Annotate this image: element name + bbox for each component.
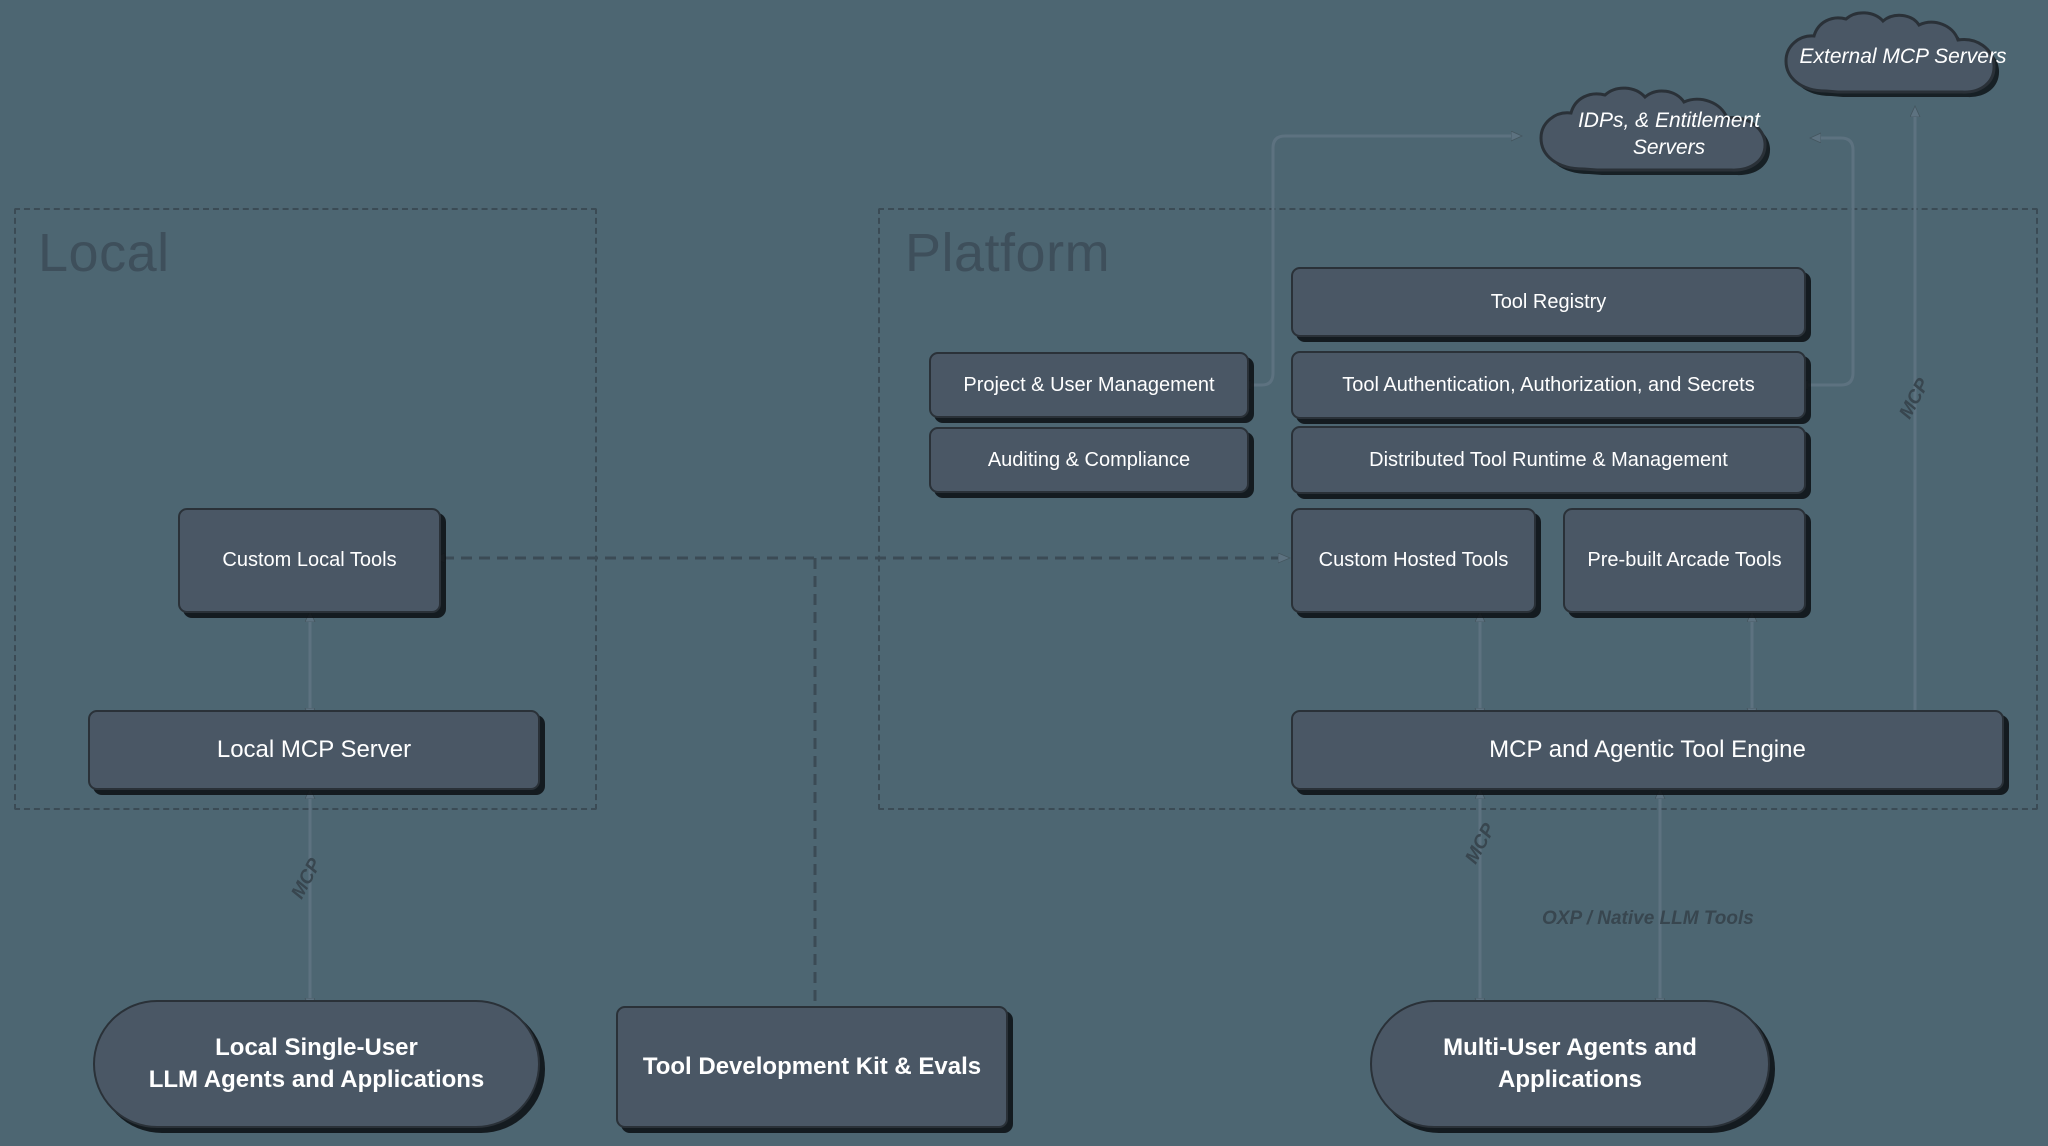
cloud-external-mcp-servers-label: External MCP Servers bbox=[1799, 45, 2007, 69]
node-multi-user-agents[interactable]: Multi-User Agents and Applications bbox=[1370, 1000, 1770, 1128]
node-tool-development-kit[interactable]: Tool Development Kit & Evals bbox=[616, 1006, 1008, 1128]
node-multi-user-agents-line2: Applications bbox=[1497, 1066, 1642, 1093]
node-local-agents-line1: Local Single-User bbox=[215, 1033, 418, 1061]
node-auditing-compliance[interactable]: Auditing & Compliance bbox=[929, 427, 1249, 493]
edge-label-oxp-native-llm-tools: OXP / Native LLM Tools bbox=[1542, 908, 1754, 929]
node-local-agents[interactable]: Local Single-User LLM Agents and Applica… bbox=[93, 1000, 540, 1128]
node-mcp-agentic-tool-engine[interactable]: MCP and Agentic Tool Engine bbox=[1291, 710, 2004, 790]
node-local-mcp-server[interactable]: Local MCP Server bbox=[88, 710, 540, 790]
node-distributed-tool-runtime[interactable]: Distributed Tool Runtime & Management bbox=[1291, 426, 1806, 494]
node-tool-authentication[interactable]: Tool Authentication, Authorization, and … bbox=[1291, 351, 1806, 419]
node-custom-local-tools[interactable]: Custom Local Tools bbox=[178, 508, 441, 613]
edge-label-platform-mcp: MCP bbox=[1461, 820, 1500, 868]
node-project-user-management[interactable]: Project & User Management bbox=[929, 352, 1249, 418]
group-local-title: Local bbox=[38, 223, 170, 283]
edge-label-local-mcp: MCP bbox=[287, 855, 326, 903]
node-prebuilt-arcade-tools[interactable]: Pre-built Arcade Tools bbox=[1563, 508, 1806, 613]
node-local-agents-line2: LLM Agents and Applications bbox=[148, 1066, 485, 1093]
node-tool-registry[interactable]: Tool Registry bbox=[1291, 267, 1806, 337]
node-multi-user-agents-line1: Multi-User Agents and bbox=[1443, 1033, 1697, 1061]
cloud-idps-entitlement-servers-label: IDPs, & Entitlement Servers bbox=[1577, 108, 1761, 159]
cloud-shape-icon bbox=[1784, 11, 2000, 98]
cloud-idps-entitlement-servers[interactable]: IDPs, & Entitlement Servers bbox=[1528, 84, 1810, 184]
cloud-external-mcp-servers[interactable]: External MCP Servers bbox=[1774, 8, 2032, 106]
node-custom-hosted-tools[interactable]: Custom Hosted Tools bbox=[1291, 508, 1536, 613]
cloud-shape-icon bbox=[1539, 86, 1771, 176]
group-platform-title: Platform bbox=[905, 223, 1111, 283]
